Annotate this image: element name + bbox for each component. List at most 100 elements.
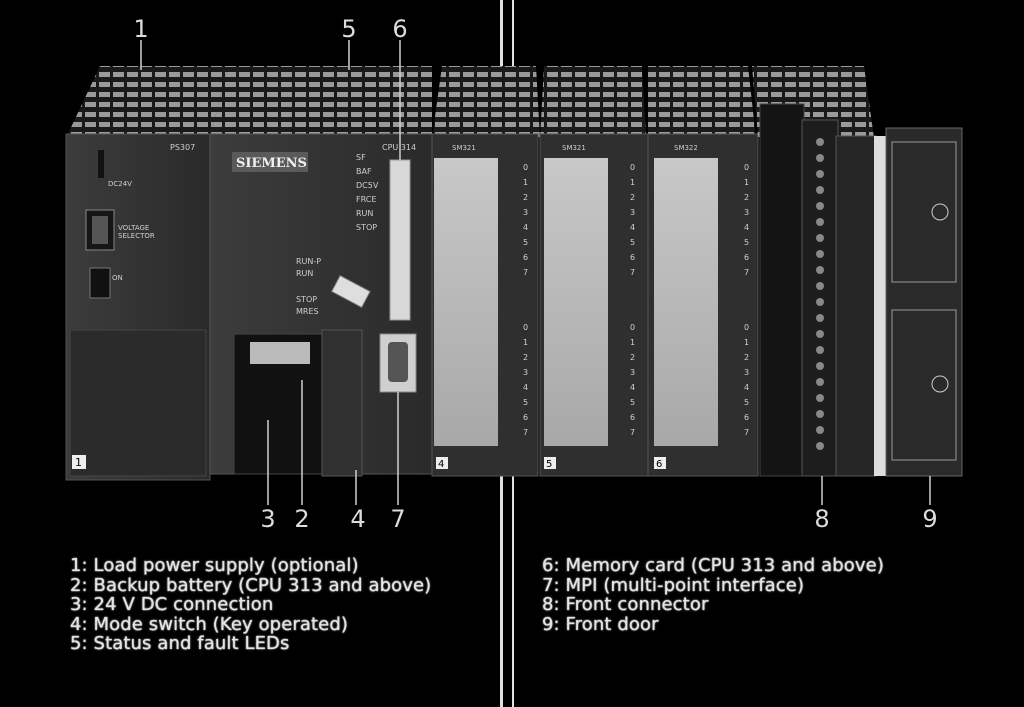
front-door [874, 127, 963, 477]
channel-digit: 2 [630, 353, 635, 362]
mode-switch-key [330, 274, 371, 309]
front-connector-terminals [816, 138, 824, 450]
channel-digit: 1 [630, 338, 635, 347]
callout-6: 6 [392, 15, 408, 43]
io-module-1: SM321 4 [431, 66, 540, 477]
led-baf: BAF [356, 167, 372, 176]
channel-digit: 2 [630, 193, 635, 202]
channel-digit: 4 [744, 383, 749, 392]
slot-6: 6 [656, 459, 662, 470]
legend-item: 9: Front door [542, 613, 659, 635]
legend-right: 6: Memory card (CPU 313 and above) 7: MP… [542, 556, 884, 634]
terminal-screw [816, 154, 824, 162]
channel-digit: 0 [630, 323, 635, 332]
channel-digit: 1 [523, 338, 528, 347]
channel-digit: 0 [523, 163, 528, 172]
selector-label: SELECTOR [118, 232, 155, 240]
channel-digit: 1 [744, 338, 749, 347]
channel-digit: 4 [523, 223, 528, 232]
channel-digit: 3 [744, 368, 749, 377]
callout-2: 2 [294, 505, 310, 533]
callout-5: 5 [341, 15, 357, 43]
terminal-screw [816, 330, 824, 338]
channel-digit: 3 [630, 208, 635, 217]
legend-item: 4: Mode switch (Key operated) [70, 613, 348, 635]
front-connector-module [752, 66, 877, 477]
channel-digit: 0 [523, 323, 528, 332]
channel-digit: 3 [630, 368, 635, 377]
callout-4: 4 [350, 505, 366, 533]
module-name-3: SM322 [674, 144, 698, 152]
channel-digit: 7 [630, 428, 635, 437]
channel-digit: 5 [744, 238, 749, 247]
brand-label: SIEMENS [236, 156, 307, 171]
legend-item: 5: Status and fault LEDs [70, 633, 290, 655]
terminal-screw [816, 298, 824, 306]
status-leds: SF BAF DC5V FRCE RUN STOP [356, 153, 379, 232]
terminal-screw [816, 362, 824, 370]
channel-digit: 2 [744, 353, 749, 362]
channel-digit: 6 [523, 253, 528, 262]
module-name-2: SM321 [562, 144, 586, 152]
channel-digit: 6 [744, 413, 749, 422]
channel-digit: 5 [523, 238, 528, 247]
callout-1: 1 [133, 15, 149, 43]
channel-digit: 1 [744, 178, 749, 187]
voltage-label: VOLTAGE [118, 224, 149, 232]
channel-digit: 7 [523, 268, 528, 277]
psu-model-label: PS307 [170, 143, 195, 152]
legend-item: 2: Backup battery (CPU 313 and above) [70, 574, 432, 596]
terminal-screw [816, 410, 824, 418]
channel-digit: 5 [630, 398, 635, 407]
channel-digit: 4 [630, 223, 635, 232]
terminal-screw [816, 266, 824, 274]
channel-digit: 5 [630, 238, 635, 247]
slot-4: 4 [438, 459, 444, 470]
led-stop: STOP [356, 223, 377, 232]
module-name-1: SM321 [452, 144, 476, 152]
callout-7: 7 [390, 505, 406, 533]
channel-digit: 4 [630, 383, 635, 392]
legend-item: 6: Memory card (CPU 313 and above) [542, 555, 884, 576]
channel-digit: 1 [630, 178, 635, 187]
led-sf: SF [356, 153, 366, 162]
cpu-module: SIEMENS CPU 314 SF BAF DC5V FRCE RUN STO… [209, 66, 433, 477]
led-frce: FRCE [356, 195, 376, 204]
callout-9: 9 [922, 505, 938, 533]
led-dc5v: DC5V [356, 181, 379, 190]
channel-digit: 5 [523, 398, 528, 407]
channel-digit: 7 [744, 428, 749, 437]
terminal-screw [816, 442, 824, 450]
callout-8: 8 [814, 505, 830, 533]
terminal-screw [816, 234, 824, 242]
terminal-screw [816, 218, 824, 226]
channel-digit: 7 [630, 268, 635, 277]
mode-run-p: RUN-P [296, 257, 321, 266]
terminal-screw [816, 346, 824, 354]
terminal-screw [816, 186, 824, 194]
legend-item: 3: 24 V DC connection [70, 594, 274, 616]
legend-item: 8: Front connector [542, 594, 709, 616]
channel-digit: 6 [744, 253, 749, 262]
memory-card [389, 159, 411, 321]
terminal-screw [816, 378, 824, 386]
channel-numbers: 0123456701234567012345670123456701234567… [523, 163, 749, 437]
terminal-screw [816, 170, 824, 178]
terminal-screw [816, 138, 824, 146]
psu-dc-label: DC24V [108, 180, 132, 188]
legend-item: 7: MPI (multi-point interface) [542, 574, 805, 596]
channel-digit: 4 [523, 383, 528, 392]
mode-run: RUN [296, 269, 313, 278]
io-module-3: SM322 6 [647, 66, 759, 477]
channel-digit: 5 [744, 398, 749, 407]
led-run: RUN [356, 209, 373, 218]
backup-battery [250, 342, 310, 364]
mode-mres: MRES [296, 307, 319, 316]
power-supply-module: PS307 DC24V VOLTAGE SELECTOR ON 1 [65, 66, 228, 481]
channel-digit: 6 [523, 413, 528, 422]
channel-digit: 4 [744, 223, 749, 232]
callout-3: 3 [260, 505, 276, 533]
channel-digit: 0 [744, 163, 749, 172]
channel-digit: 2 [523, 353, 528, 362]
